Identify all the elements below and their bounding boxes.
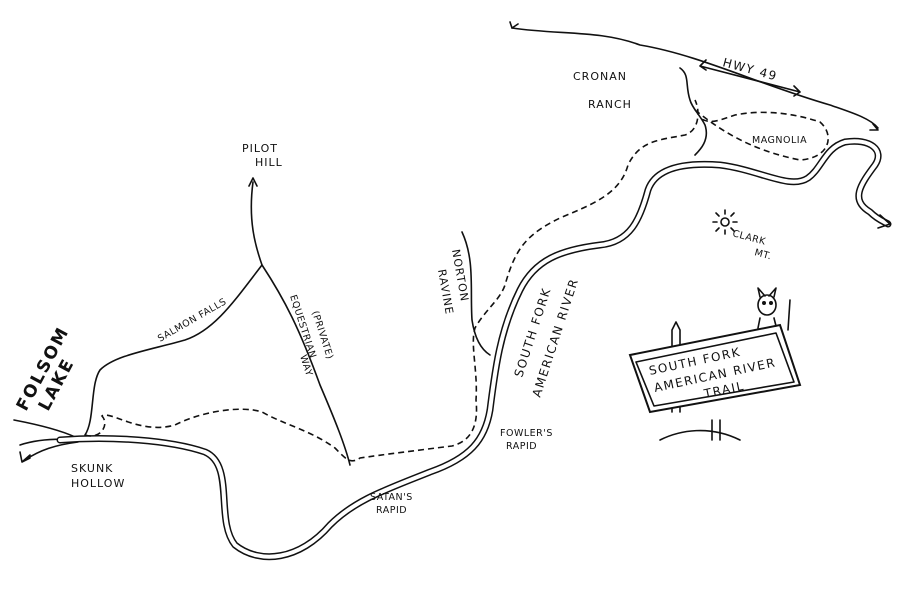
south-fork-american-river [56, 137, 892, 561]
label-fowlers-rapid: RAPID [506, 441, 537, 452]
label-ravine: RAVINE [435, 268, 456, 316]
label-magnolia: MAGNOLIA [752, 135, 807, 146]
trail-sign-icon [628, 287, 802, 441]
label-clark: CLARK [731, 228, 767, 247]
salmon-falls-road [84, 181, 263, 436]
label-equestrian: EQUESTRIAN [287, 294, 318, 360]
label-satans: SATAN'S [370, 492, 413, 503]
label-mt: MT. [753, 247, 773, 262]
trail-route [84, 99, 699, 462]
label-pilot: PILOT [242, 142, 278, 155]
label-ranch: RANCH [588, 98, 632, 111]
hwy-49-road [511, 27, 879, 129]
label-satans-rapid: RAPID [376, 505, 407, 516]
label-hill: HILL [255, 156, 283, 169]
norton-ravine-creek [461, 231, 491, 356]
label-fowlers: FOWLER'S [500, 428, 553, 439]
pilot-hill-marker [248, 177, 258, 187]
clark-mt-icon [712, 209, 738, 235]
label-hollow: HOLLOW [71, 477, 125, 490]
label-cronan: CRONAN [573, 70, 627, 83]
label-skunk: SKUNK [71, 462, 113, 475]
magnolia-loop [694, 109, 829, 161]
lake-shore [13, 419, 81, 463]
equestrian-way [261, 264, 351, 466]
cronan-road [679, 67, 708, 156]
